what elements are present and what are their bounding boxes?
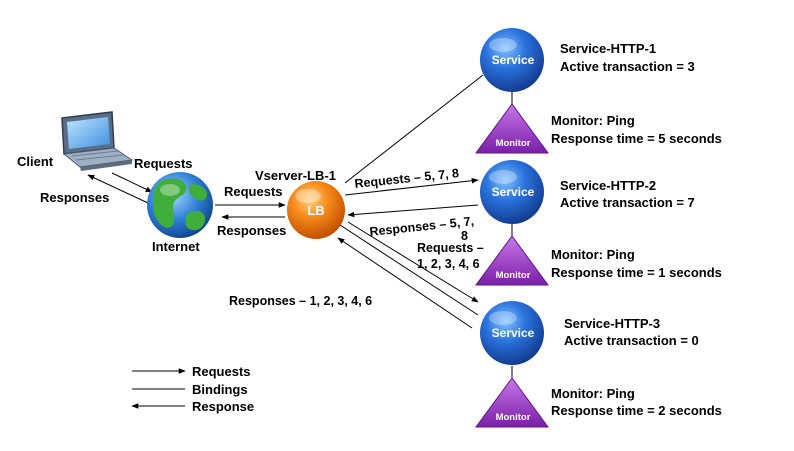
service-3-node-label: Service [492,326,535,340]
monitor-node-3: Monitor [475,377,549,428]
to-service-1-requests-label: Requests – 5, 7, 8 [354,166,460,191]
arrow-to-service-3-requests [347,221,479,303]
lb-node-label: LB [307,203,324,218]
service-3-name: Service-HTTP-3 [564,316,660,331]
service-1-name: Service-HTTP-1 [560,41,656,56]
internet-responses-label: Responses [217,223,286,238]
monitor-3-node-label: Monitor [496,412,531,423]
binding-lb-service-1 [344,74,484,184]
lb-node: LB [287,181,345,239]
service-1-node-label: Service [492,53,535,67]
from-service-1-responses-label: Responses – 5, 7, [369,214,475,239]
service-node-3: Service [480,301,544,365]
globe-icon [147,172,213,238]
service-2-name: Service-HTTP-2 [560,178,656,193]
service-node-1: Service [480,28,544,92]
client-label: Client [17,154,54,169]
monitor-node-2: Monitor [475,235,549,286]
from-service-1-responses-label-2: 8 [461,229,468,243]
arrow-from-service-3-responses [337,237,473,329]
client-responses-label: Responses [40,190,109,205]
to-service-2-requests-label: Requests – [417,241,484,255]
service-2-node-label: Service [492,185,535,199]
arrow-client-requests [111,172,153,193]
monitor-3-response-time: Response time = 2 seconds [551,403,722,418]
legend-requests-label: Requests [192,364,251,379]
monitor-1-type: Monitor: Ping [551,113,635,128]
service-node-2: Service [480,160,544,224]
service-2-transaction: Active transaction = 7 [560,195,695,210]
service-1-transaction: Active transaction = 3 [560,59,695,74]
binding-lb-service-3 [339,224,479,316]
client-requests-label: Requests [134,156,193,171]
monitor-1-response-time: Response time = 5 seconds [551,131,722,146]
monitor-3-type: Monitor: Ping [551,386,635,401]
arrow-client-responses [87,174,149,204]
vserver-title: Vserver-LB-1 [255,168,336,183]
to-service-2-requests-label-2: 1, 2, 3, 4, 6 [417,257,480,271]
monitor-node-1: Monitor [475,103,549,154]
internet-label: Internet [152,239,200,254]
legend: Requests Bindings Response [131,364,254,414]
monitor-2-response-time: Response time = 1 seconds [551,265,722,280]
from-service-2-responses-label: Responses – 1, 2, 3, 4, 6 [229,294,372,308]
arrow-to-service-2-requests [344,177,479,196]
service-3-transaction: Active transaction = 0 [564,333,699,348]
monitor-2-type: Monitor: Ping [551,247,635,262]
monitor-2-node-label: Monitor [496,270,531,281]
laptop-icon [61,111,134,171]
arrow-from-service-2-responses [347,204,479,218]
legend-bindings-label: Bindings [192,382,248,397]
monitor-1-node-label: Monitor [496,138,531,149]
internet-requests-label: Requests [224,184,283,199]
legend-response-label: Response [192,399,254,414]
